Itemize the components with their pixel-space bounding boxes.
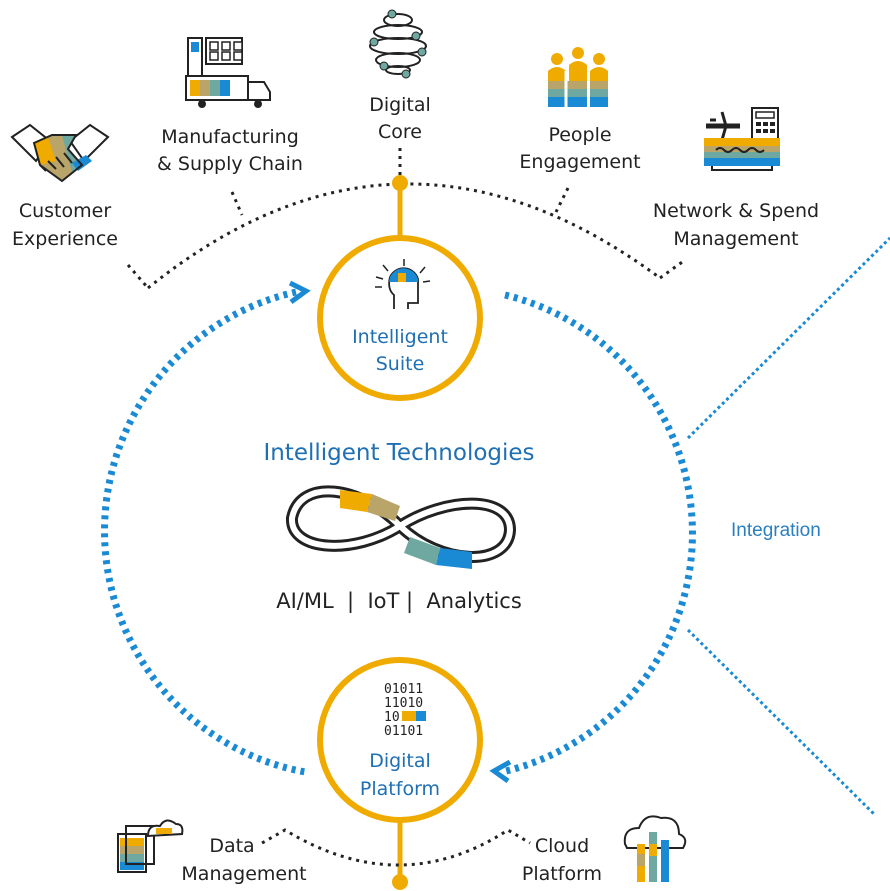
cloud-bars-icon xyxy=(623,815,687,882)
factory-truck-icon xyxy=(185,37,271,108)
customer-experience-line1: Customer xyxy=(19,200,111,222)
cycle-arrowhead-top xyxy=(288,280,311,305)
integration-label: Integration xyxy=(731,520,821,541)
technologies-subtitle: AI/ML | IoT | Analytics xyxy=(276,589,522,614)
suite-label-line2: Suite xyxy=(376,353,425,375)
cloud-platform-line1: Cloud xyxy=(535,835,589,857)
data-management-line2: Management xyxy=(181,863,306,885)
binary-color-block-blue xyxy=(416,711,426,721)
technologies-title: Intelligent Technologies xyxy=(263,440,534,466)
plane-calculator-icon xyxy=(704,107,780,171)
manufacturing-line1: Manufacturing xyxy=(161,126,299,148)
cloud-platform-line2: Platform xyxy=(522,863,602,885)
data-documents-icon xyxy=(117,819,184,873)
digital-platform-circle xyxy=(317,657,483,823)
binary-row-4: 01101 xyxy=(384,724,423,739)
top-arc-right-tick xyxy=(659,258,686,280)
top-gold-node xyxy=(392,175,408,191)
bottom-apps-arc xyxy=(261,828,531,867)
digital-core-line2: Core xyxy=(378,121,422,143)
top-arc-left-tick xyxy=(126,264,150,289)
suite-label-line1: Intelligent xyxy=(352,326,448,348)
binary-row-1: 01011 xyxy=(384,682,423,697)
manufacturing-line2: & Supply Chain xyxy=(157,153,303,175)
top-apps-arc xyxy=(147,182,661,290)
binary-row-3: 10 xyxy=(384,710,400,725)
head-lightbulb-icon xyxy=(375,259,431,309)
bottom-gold-node xyxy=(392,874,408,890)
people-group-icon xyxy=(548,47,608,107)
cycle-arc-left-top xyxy=(101,288,306,776)
digital-core-line1: Digital xyxy=(369,94,431,116)
integration-line-bottom xyxy=(686,628,877,817)
connector-people xyxy=(554,187,570,213)
people-engagement-line1: People xyxy=(548,124,611,146)
cycle-arrowhead-bottom xyxy=(489,759,512,784)
connector-manufacturing xyxy=(230,191,244,216)
cycle-arc-right xyxy=(501,291,696,776)
handshake-icon xyxy=(10,123,110,183)
data-management-line1: Data xyxy=(209,835,254,857)
platform-label-line2: Platform xyxy=(360,778,440,800)
integration-line-top xyxy=(686,236,890,440)
people-engagement-line2: Engagement xyxy=(519,151,640,173)
digital-core-sphere-icon xyxy=(369,9,427,79)
network-spend-line2: Management xyxy=(673,228,798,250)
customer-experience-line2: Experience xyxy=(12,228,118,250)
network-spend-line1: Network & Spend xyxy=(653,200,819,222)
platform-label-line1: Digital xyxy=(369,750,431,772)
binary-data-icon: 01011 11010 10 01101 xyxy=(384,682,426,739)
intelligent-suite-circle xyxy=(317,235,483,401)
binary-row-2: 11010 xyxy=(384,696,423,711)
binary-color-block-gold xyxy=(402,711,416,721)
infinity-loop-icon xyxy=(286,485,517,569)
